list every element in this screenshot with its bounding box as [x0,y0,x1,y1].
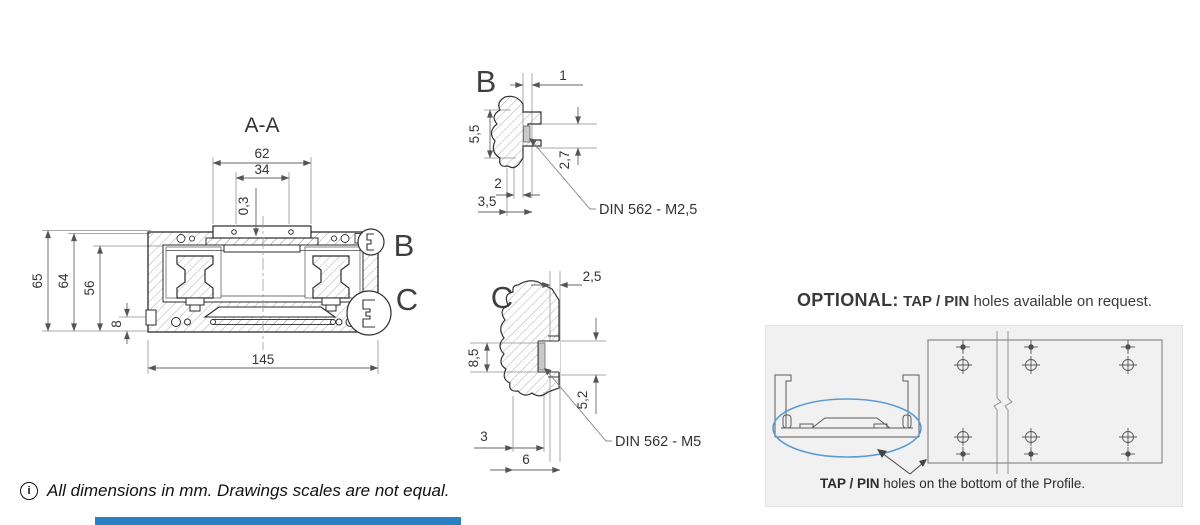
dim-145: 145 [252,352,275,367]
square-nut-b [523,125,531,143]
dim-c-52: 5,2 [575,391,590,410]
din-callout-b: DIN 562 - M2,5 [529,138,697,218]
dimension-lines-b [478,82,583,215]
detail-c-drawing: C [466,269,701,473]
panel-caption-bold: TAP / PIN [820,476,880,491]
optional-heading-rest: holes available on request. [969,293,1152,310]
dim-b-2: 2 [494,176,502,191]
detail-b-title: B [476,64,497,99]
detail-b-drawing: B DIN 562 - M2,5 1 5,5 [467,64,697,218]
bottom-slot [145,306,356,327]
profile-bottom-plate [927,331,1163,474]
dim-56: 56 [82,280,97,295]
footnote: i All dimensions in mm. Drawings scales … [20,481,450,501]
detail-b-part [490,95,542,169]
dim-8: 8 [109,320,124,328]
roller-right [312,255,350,312]
highlight-ellipse [772,398,922,458]
panel-caption-rest: holes on the bottom of the Profile. [879,476,1086,491]
dim-b-27: 2,7 [557,151,572,170]
din-callout-c-text: DIN 562 - M5 [615,434,701,450]
caption-arrows [877,449,927,475]
dim-c-6: 6 [522,452,530,467]
optional-heading: OPTIONAL: TAP / PIN holes available on r… [797,290,1152,311]
optional-heading-strong: OPTIONAL: [797,290,899,310]
dim-c-3: 3 [480,429,488,444]
roller-left [176,255,214,312]
dim-c-25: 2,5 [583,269,602,284]
optional-heading-bold: TAP / PIN [903,293,970,310]
din-callout-c: DIN 562 - M5 [544,368,701,450]
detail-circle-b [357,228,385,256]
footnote-text: All dimensions in mm. Drawings scales ar… [47,481,450,500]
section-aa-drawing: A-A [30,114,418,374]
profile-cross-section [145,216,379,350]
detail-c-part [499,280,560,397]
panel-caption: TAP / PIN holes on the bottom of the Pro… [820,476,1085,491]
dim-b-55: 5,5 [467,125,482,144]
profile-sketch [774,374,920,438]
dim-65: 65 [30,273,45,288]
dim-b-35: 3,5 [478,194,497,209]
dim-c-85: 8,5 [466,349,481,368]
detail-b-letter: B [394,228,415,263]
optional-panel [765,325,1183,507]
dimension-lines [45,160,379,371]
section-aa-title: A-A [244,114,279,137]
square-nut-c [538,342,546,371]
dim-64: 64 [56,273,71,289]
detail-c-letter: C [396,282,418,317]
tap-pin-holes [953,339,1138,462]
top-slide-plate [205,225,319,253]
bottom-accent-bar [95,517,461,525]
dim-0-3: 0,3 [236,197,251,216]
dim-62: 62 [254,146,269,161]
optional-panel-drawing [772,331,1163,475]
dim-b-1: 1 [559,68,567,83]
din-callout-b-text: DIN 562 - M2,5 [599,202,697,218]
detail-circle-c [346,290,392,336]
dimension-lines-c [474,282,599,473]
info-icon: i [20,482,38,500]
dim-34: 34 [254,162,270,177]
